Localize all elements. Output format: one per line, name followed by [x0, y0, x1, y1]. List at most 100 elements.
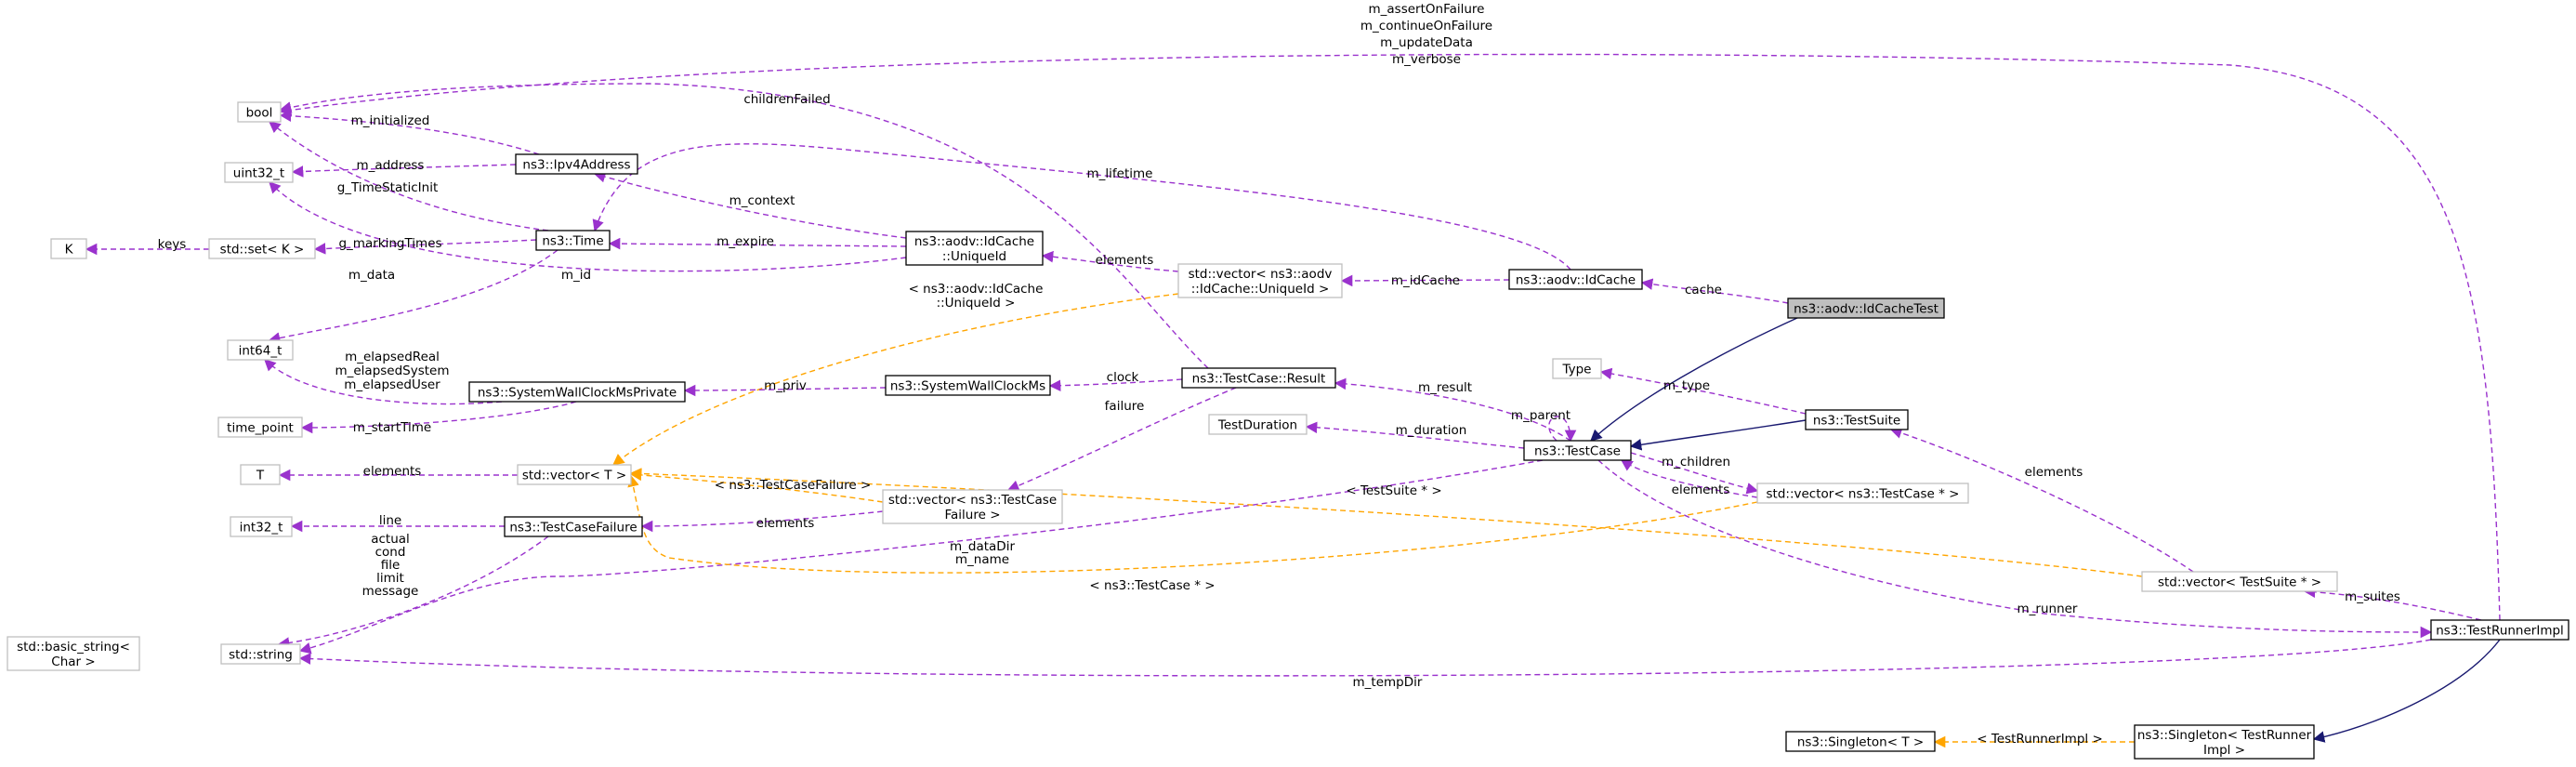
class-node-t[interactable]: T: [240, 464, 281, 485]
edge-result-to-syswallclock: [1048, 378, 1183, 392]
class-node-vec_t[interactable]: std::vector< T >: [517, 464, 632, 485]
edge-idcachetest-to-idcache: [1640, 278, 1789, 304]
edge-result-to-bool: [279, 83, 1209, 369]
class-node-result[interactable]: ns3::TestCase::Result: [1181, 367, 1336, 389]
edge-label: failure: [1105, 399, 1145, 414]
edge-time-to-bool: [269, 121, 549, 231]
class-node-box[interactable]: [905, 231, 1044, 266]
class-node-label: ::UniqueId: [942, 249, 1006, 264]
class-node-box[interactable]: [1508, 269, 1643, 290]
edge-line: [640, 510, 884, 533]
class-node-set_k[interactable]: std::set< K >: [208, 238, 316, 259]
class-node-basic_string[interactable]: std::basic_string<Char >: [7, 636, 140, 671]
class-node-box[interactable]: [468, 381, 686, 403]
class-node-syswallclock[interactable]: ns3::SystemWallClockMs: [885, 375, 1051, 396]
edge-line: [1048, 378, 1183, 392]
class-node-vec_testcase[interactable]: std::vector< ns3::TestCase * >: [1756, 483, 1969, 504]
class-node-box[interactable]: [535, 230, 611, 251]
edge-label: m_priv: [764, 378, 807, 393]
class-node-box[interactable]: [217, 417, 303, 438]
class-node-box[interactable]: [882, 489, 1063, 524]
class-node-label: ns3::Time: [542, 234, 603, 249]
class-node-box[interactable]: [7, 636, 140, 671]
class-node-box[interactable]: [504, 516, 643, 537]
class-node-label: ns3::SystemWallClockMsPrivate: [478, 386, 677, 401]
edge-label: m_continueOnFailure: [1360, 19, 1492, 33]
class-node-testcase[interactable]: ns3::TestCase: [1523, 440, 1632, 461]
class-node-label: TestDuration: [1217, 418, 1297, 433]
class-node-string[interactable]: std::string: [220, 643, 301, 665]
class-node-box[interactable]: [1181, 367, 1336, 389]
edge-vec_testsuite-to-testsuite: [1889, 427, 2194, 573]
edge-line: [612, 293, 1179, 466]
edge-line: [279, 110, 540, 155]
class-node-box[interactable]: [237, 101, 282, 123]
class-node-singleton_tri[interactable]: ns3::Singleton< TestRunnerImpl >: [2134, 724, 2315, 760]
class-node-int64[interactable]: int64_t: [227, 339, 294, 361]
class-node-box[interactable]: [1756, 483, 1969, 504]
class-node-label: ns3::aodv::IdCache: [1516, 273, 1636, 288]
class-node-type[interactable]: Type: [1552, 358, 1602, 379]
class-node-vec_failure[interactable]: std::vector< ns3::TestCaseFailure >: [882, 489, 1063, 524]
class-node-box[interactable]: [224, 162, 294, 183]
edge-syswallpriv-to-time_point: [300, 401, 577, 434]
class-node-k[interactable]: K: [50, 238, 87, 259]
class-node-box[interactable]: [885, 375, 1051, 396]
edge-label: < ns3::TestCaseFailure >: [715, 478, 872, 493]
class-node-time_point[interactable]: time_point: [217, 417, 303, 438]
class-node-idcachetest[interactable]: ns3::aodv::IdCacheTest: [1787, 298, 1945, 319]
edge-label: elements: [1096, 253, 1154, 268]
class-node-testduration[interactable]: TestDuration: [1208, 414, 1308, 435]
edge-label: m_elapsedSystem: [335, 364, 449, 378]
class-node-box[interactable]: [1785, 731, 1936, 752]
class-node-label: std::vector< T >: [522, 469, 626, 483]
class-node-box[interactable]: [515, 153, 638, 175]
class-node-vec_testsuite[interactable]: std::vector< TestSuite * >: [2141, 571, 2338, 592]
edge-vec_testcase-to-testcase: [1620, 459, 1758, 498]
class-node-box[interactable]: [1787, 298, 1945, 319]
class-node-syswallpriv[interactable]: ns3::SystemWallClockMsPrivate: [468, 381, 686, 403]
class-node-label: T: [256, 469, 265, 483]
class-node-int32[interactable]: int32_t: [230, 516, 293, 537]
class-node-box[interactable]: [208, 238, 316, 259]
class-node-uint32[interactable]: uint32_t: [224, 162, 294, 183]
class-node-idcache[interactable]: ns3::aodv::IdCache: [1508, 269, 1643, 290]
edge-testrunnerimpl-to-singleton_tri: [2312, 639, 2501, 743]
class-node-box[interactable]: [2430, 619, 2569, 641]
class-node-box[interactable]: [227, 339, 294, 361]
class-node-testsuite[interactable]: ns3::TestSuite: [1805, 409, 1909, 430]
class-node-time[interactable]: ns3::Time: [535, 230, 611, 251]
class-node-box[interactable]: [2134, 724, 2315, 760]
edge-uniqueid-to-time: [608, 237, 907, 250]
class-node-box[interactable]: [240, 464, 281, 485]
edge-label: cache: [1685, 283, 1722, 298]
class-node-vec_uniqueid[interactable]: std::vector< ns3::aodv::IdCache::UniqueI…: [1177, 263, 1343, 298]
edge-label: m_elapsedUser: [344, 377, 440, 392]
edge-label: m_suites: [2345, 589, 2400, 604]
class-node-singleton_t[interactable]: ns3::Singleton< T >: [1785, 731, 1936, 752]
edge-label: < TestSuite * >: [1346, 483, 1441, 498]
class-node-box[interactable]: [1523, 440, 1632, 461]
class-node-box[interactable]: [230, 516, 293, 537]
edge-line: [1340, 274, 1510, 287]
class-node-box[interactable]: [50, 238, 87, 259]
class-node-box[interactable]: [1552, 358, 1602, 379]
class-node-box[interactable]: [220, 643, 301, 665]
class-node-box[interactable]: [1805, 409, 1909, 430]
edge-label: m_idCache: [1391, 273, 1460, 288]
class-node-box[interactable]: [2141, 571, 2338, 592]
edge-label: < ns3::aodv::IdCache: [909, 282, 1044, 297]
edge-label: m_result: [1418, 380, 1472, 395]
edge-label: m_runner: [2017, 602, 2078, 616]
class-node-box[interactable]: [1208, 414, 1308, 435]
class-node-label: uint32_t: [233, 166, 284, 181]
class-node-testrunnerimpl[interactable]: ns3::TestRunnerImpl: [2430, 619, 2569, 641]
class-node-box[interactable]: [1177, 263, 1343, 298]
class-node-box[interactable]: [517, 464, 632, 485]
edge-line: [1599, 367, 1807, 415]
class-node-bool[interactable]: bool: [237, 101, 282, 123]
class-node-failure[interactable]: ns3::TestCaseFailure: [504, 516, 643, 537]
class-node-ipv4[interactable]: ns3::Ipv4Address: [515, 153, 638, 175]
class-node-uniqueid[interactable]: ns3::aodv::IdCache::UniqueId: [905, 231, 1044, 266]
